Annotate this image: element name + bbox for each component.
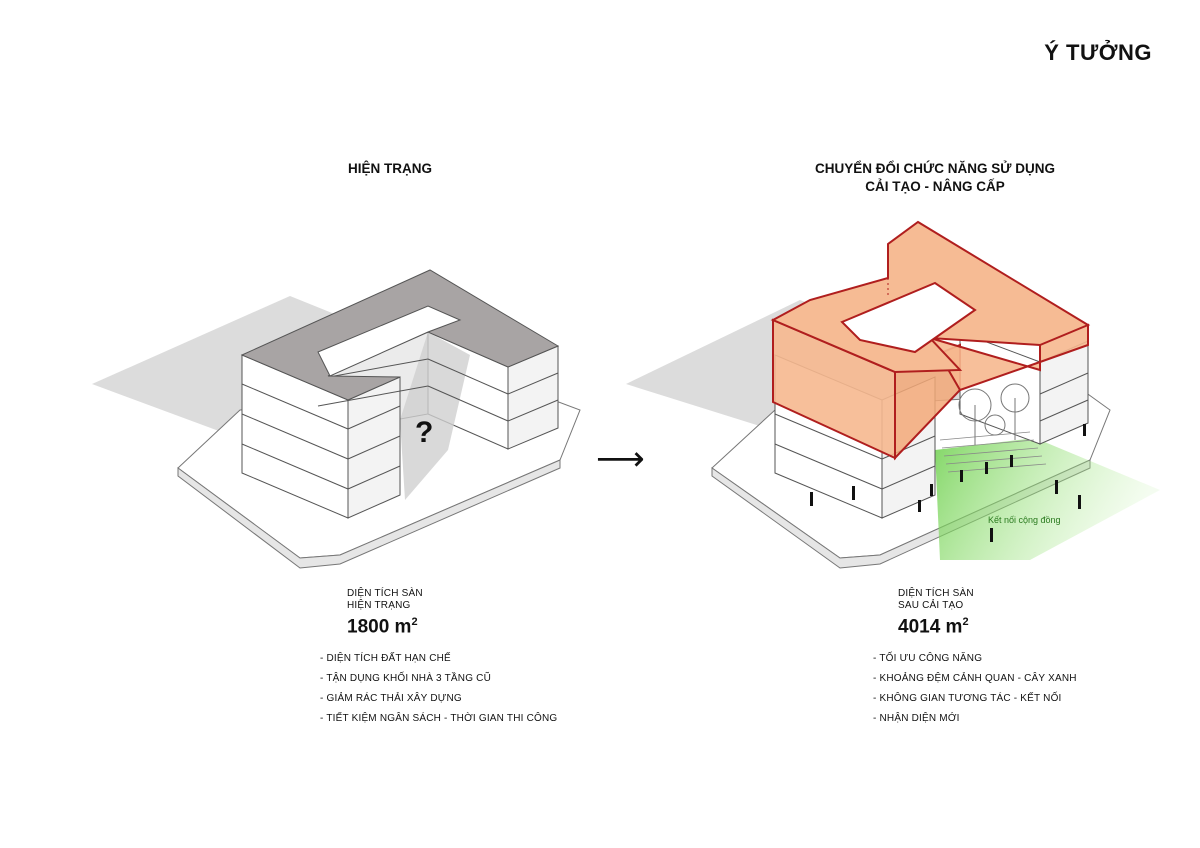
existing-note: - TẬN DỤNG KHỐI NHÀ 3 TẦNG CŨ — [320, 673, 492, 684]
existing-court-shadow — [400, 332, 470, 500]
new-addition-volume — [770, 220, 1091, 461]
renovated-note: - TỐI ƯU CÔNG NĂNG — [873, 653, 983, 664]
renovated-notes-list: - TỐI ƯU CÔNG NĂNG - KHOẢNG ĐỆM CẢNH QUA… — [873, 653, 1077, 733]
addition-roof-opening — [840, 281, 977, 354]
renovation-title-line1: CHUYỂN ĐỔI CHỨC NĂNG SỬ DỤNG — [815, 161, 1055, 176]
courtyard-trees — [958, 383, 1030, 445]
existing-site-edge — [177, 459, 561, 569]
existing-note: - GIẢM RÁC THẢI XÂY DỰNG — [320, 693, 462, 704]
renovation-title-line2: CẢI TẠO - NÂNG CẤP — [865, 179, 1005, 194]
existing-area-label-line1: DIỆN TÍCH SÀN — [347, 588, 423, 599]
community-connection-zone — [935, 438, 1160, 560]
renovated-area-value: 4014 m2 — [898, 616, 969, 638]
renovated-building-diagram: Kết nối cộng đồng — [626, 220, 1160, 569]
existing-notes-list: - DIỆN TÍCH ĐẤT HẠN CHẾ - TẬN DỤNG KHỐI … — [320, 653, 557, 733]
transition-arrow: ⟶ — [596, 439, 645, 479]
existing-note: - TIẾT KIỆM NGÂN SÁCH - THỜI GIAN THI CÔ… — [320, 713, 558, 724]
renovated-area-label-line2: SAU CẢI TẠO — [898, 600, 964, 611]
existing-floor-area: DIỆN TÍCH SÀN HIỆN TRẠNG 1800 m2 — [347, 588, 423, 638]
page-title: Ý TƯỞNG — [1044, 40, 1152, 65]
renovation-title: CHUYỂN ĐỔI CHỨC NĂNG SỬ DỤNG CẢI TẠO - N… — [780, 160, 1090, 196]
existing-area-label-line2: HIỆN TRẠNG — [347, 600, 411, 611]
existing-area-value: 1800 m2 — [347, 616, 418, 638]
existing-note: - DIỆN TÍCH ĐẤT HẠN CHẾ — [320, 653, 451, 664]
renovated-floor-area: DIỆN TÍCH SÀN SAU CẢI TẠO 4014 m2 — [898, 588, 974, 638]
renovated-note: - KHÔNG GIAN TƯƠNG TÁC - KẾT NỐI — [873, 693, 1062, 704]
renovated-area-label-line1: DIỆN TÍCH SÀN — [898, 588, 974, 599]
existing-question-mark: ? — [415, 416, 433, 449]
existing-roof-opening — [317, 305, 462, 377]
existing-floor-lines — [241, 358, 559, 490]
existing-building-diagram: ? — [92, 269, 581, 569]
renovated-note: - KHOẢNG ĐỆM CẢNH QUAN - CÂY XANH — [873, 673, 1077, 684]
people-figures — [810, 424, 1086, 542]
renovated-note: - NHẬN DIỆN MỚI — [873, 713, 960, 724]
existing-state-title: HIỆN TRẠNG — [348, 161, 432, 176]
community-connection-label: Kết nối cộng đồng — [988, 515, 1061, 525]
